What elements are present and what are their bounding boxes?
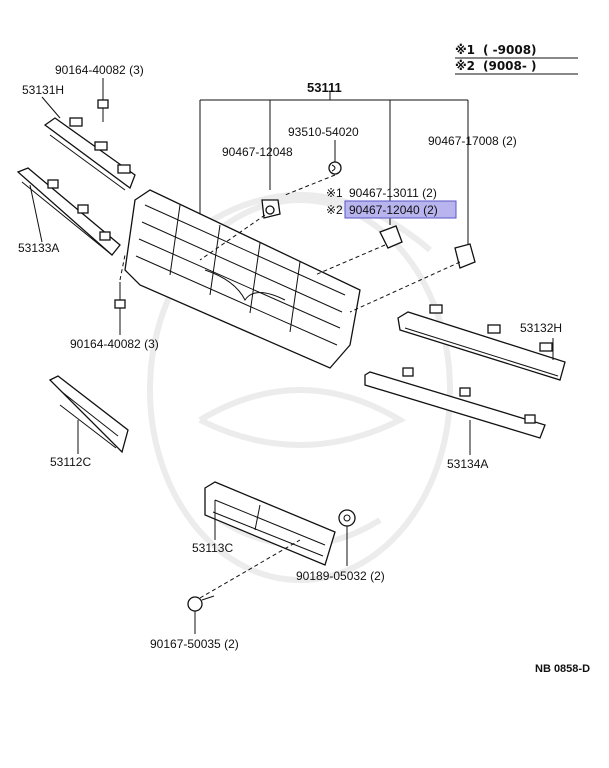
label-90189-05032: 90189-05032 (2) xyxy=(296,569,385,583)
label-90164-40082-mid: 90164-40082 (3) xyxy=(70,337,159,351)
screw-90167 xyxy=(187,595,215,612)
grille-53113C xyxy=(204,481,336,566)
label-53134A: 53134A xyxy=(447,457,488,471)
nut-90189 xyxy=(338,509,356,527)
label-leaders xyxy=(29,78,554,634)
note-1-range: ( -9008) xyxy=(483,43,537,57)
label-53132H: 53132H xyxy=(520,321,562,335)
bracket-53134A xyxy=(364,367,546,439)
nut-93510-54020 xyxy=(328,161,342,175)
label-90467-12040[interactable]: 90467-12040 (2) xyxy=(349,203,438,217)
clip-90467-17008 xyxy=(454,243,476,269)
bolt-90164-top xyxy=(97,99,109,122)
bracket-53132H xyxy=(397,304,566,381)
note-2-mark: ※2 xyxy=(455,59,475,73)
label-90467-17008: 90467-17008 (2) xyxy=(428,134,517,148)
label-93510-54020: 93510-54020 xyxy=(288,125,359,139)
bolt-90164-mid xyxy=(114,282,126,309)
bracket-53133A xyxy=(16,167,121,256)
label-53133A: 53133A xyxy=(18,241,59,255)
label-90167-50035: 90167-50035 (2) xyxy=(150,637,239,651)
label-53111: 53111 xyxy=(307,80,342,95)
label-mark-1: ※1 xyxy=(326,186,343,200)
radiator-grille xyxy=(124,189,361,369)
clip-90467-12048 xyxy=(261,199,281,219)
label-53112C: 53112C xyxy=(50,455,91,469)
grille-53112C xyxy=(48,375,129,454)
model-range-notes: ※1 ( -9008) ※2 (9008- ) xyxy=(455,43,578,75)
label-90467-13011: 90467-13011 (2) xyxy=(349,186,437,200)
diagram-reference-code: NB 0858-D xyxy=(535,663,590,675)
label-53113C: 53113C xyxy=(192,541,233,555)
label-53131H: 53131H xyxy=(22,83,64,97)
highlight-90467-12040 xyxy=(344,200,457,219)
label-90467-12048: 90467-12048 xyxy=(222,145,293,159)
note-2-range: (9008- ) xyxy=(483,59,537,73)
clip-90467-13011 xyxy=(379,225,403,249)
bracket-53131H xyxy=(43,117,136,191)
label-90164-40082-top: 90164-40082 (3) xyxy=(55,63,144,77)
label-mark-2: ※2 xyxy=(326,203,343,217)
note-1-mark: ※1 xyxy=(455,43,475,57)
